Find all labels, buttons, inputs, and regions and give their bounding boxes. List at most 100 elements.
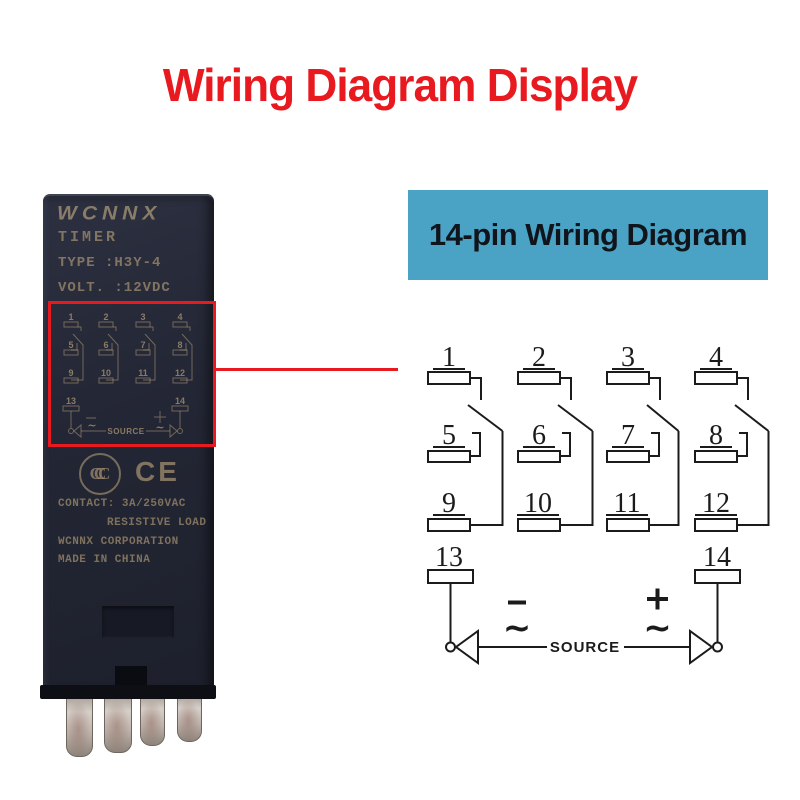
pin-terminal-7 [606,450,650,463]
pin-terminal-12 [694,518,738,532]
panel-source-arrow-right [169,423,178,439]
wire [737,432,748,457]
pin-label-10: 10 [524,488,552,519]
panel-pin-label: 6 [103,340,108,350]
pin-terminal-6 [517,450,561,463]
device-load-rating: RESISTIVE LOAD [107,517,207,529]
pin-terminal-1 [427,371,471,385]
device-volt-label: VOLT. :12VDC [58,280,171,296]
panel-pin-label: 8 [177,340,182,350]
wire [560,431,594,526]
panel-pin-label: 4 [177,312,182,322]
device-pin-panel-diagram: 1 2 3 4 5 6 7 8 9 10 11 12 13 14 SOURCE … [62,312,193,439]
diagram-graphics [427,368,770,665]
relay-pole-1 [427,368,504,532]
panel-pin-label: 12 [175,368,185,378]
switch-blade [557,404,594,432]
ac-symbol-right: ~ [643,608,672,648]
device-stamp-mark [102,606,174,638]
ccc-certification-icon: CCC [79,453,121,495]
wire [649,377,661,400]
device-contact-rating: CONTACT: 3A/250VAC [58,498,186,510]
pin-terminal-4 [694,371,738,385]
wire [470,431,504,526]
pin-label-7: 7 [621,420,635,451]
relay-pole-4 [694,368,770,532]
wire [649,432,660,457]
relay-pole-3 [606,368,680,532]
red-highlight-box [48,301,216,447]
relay-device-photo: WCNNX TIMER TYPE :H3Y-4 VOLT. :12VDC CCC… [43,194,214,692]
wire [560,377,572,400]
pin-label-9: 9 [442,488,456,519]
panel-source-arrow-left [73,423,82,439]
device-corporation-line: WCNNX CORPORATION [58,536,179,548]
source-arrow-right [689,629,714,665]
panel-pin-label: 10 [101,368,111,378]
ac-symbol-left: ~ [503,608,532,648]
ccc-logo-text: CCC [89,464,111,483]
switch-blade [734,404,770,432]
wire [470,377,482,400]
pin-terminal-8 [694,450,738,463]
panel-source-label: SOURCE [107,427,144,436]
wire [737,377,749,400]
red-pointer-line [216,368,398,371]
panel-pin-terminal [172,321,188,328]
panel-pin-terminal [98,321,114,328]
diagram-labels: 1 2 3 4 5 6 7 8 9 10 11 12 13 14 SOURCE … [435,342,731,656]
page-title: Wiring Diagram Display [162,59,638,111]
panel-pin-label: 3 [140,312,145,322]
source-node-left [445,641,456,653]
panel-pin-terminal [63,321,79,328]
pin-terminal-5 [427,450,471,463]
wire [649,431,680,526]
device-type-label: TYPE :H3Y-4 [58,255,162,271]
pin-label-4: 4 [709,342,723,373]
pin-label-8: 8 [709,420,723,451]
panel-pin-label: 9 [68,368,73,378]
pin-label-13: 13 [435,542,463,573]
pin-label-5: 5 [442,420,456,451]
device-origin-line: MADE IN CHINA [58,554,151,566]
pin-label-3: 3 [621,342,635,373]
panel-pin-label: 5 [68,340,73,350]
ce-certification-icon: CE [135,456,180,487]
device-socket-base [40,685,216,699]
pin-terminal-10 [517,518,561,532]
diagram-banner: 14-pin Wiring Diagram [408,190,768,280]
wire [737,431,770,526]
pin-label-2: 2 [532,342,546,373]
pin-label-12: 12 [702,488,730,519]
pin-label-14: 14 [703,542,731,573]
panel-pin-terminal [135,321,151,328]
wire [470,432,481,457]
wire [560,432,571,457]
panel-ac-symbol: ~ [87,419,96,432]
pin-label-6: 6 [532,420,546,451]
panel-wires [62,321,193,439]
panel-pin-label: 1 [68,312,73,322]
source-arrow-left [454,629,479,665]
device-metal-pin [66,694,93,757]
plus-symbol [647,588,668,610]
panel-ac-symbol: ~ [155,421,164,434]
pin-terminal-3 [606,371,650,385]
panel-pin-label: 7 [140,340,145,350]
power-circuit [427,569,741,665]
panel-pin-numbers: 1 2 3 4 5 6 7 8 9 10 11 12 13 14 SOURCE … [66,312,185,436]
banner-label: 14-pin Wiring Diagram [428,217,748,252]
pin-label-1: 1 [442,342,456,373]
switch-blade [646,404,680,432]
panel-pin-label: 2 [103,312,108,322]
pin-terminal-9 [427,518,471,532]
switch-blade [467,404,504,432]
device-brand-logo: WCNNX [57,202,162,225]
pin-terminal-2 [517,371,561,385]
source-label: SOURCE [550,639,620,656]
panel-pin-label: 14 [175,396,185,406]
device-product-label: TIMER [58,229,119,246]
relay-pole-2 [517,368,594,532]
